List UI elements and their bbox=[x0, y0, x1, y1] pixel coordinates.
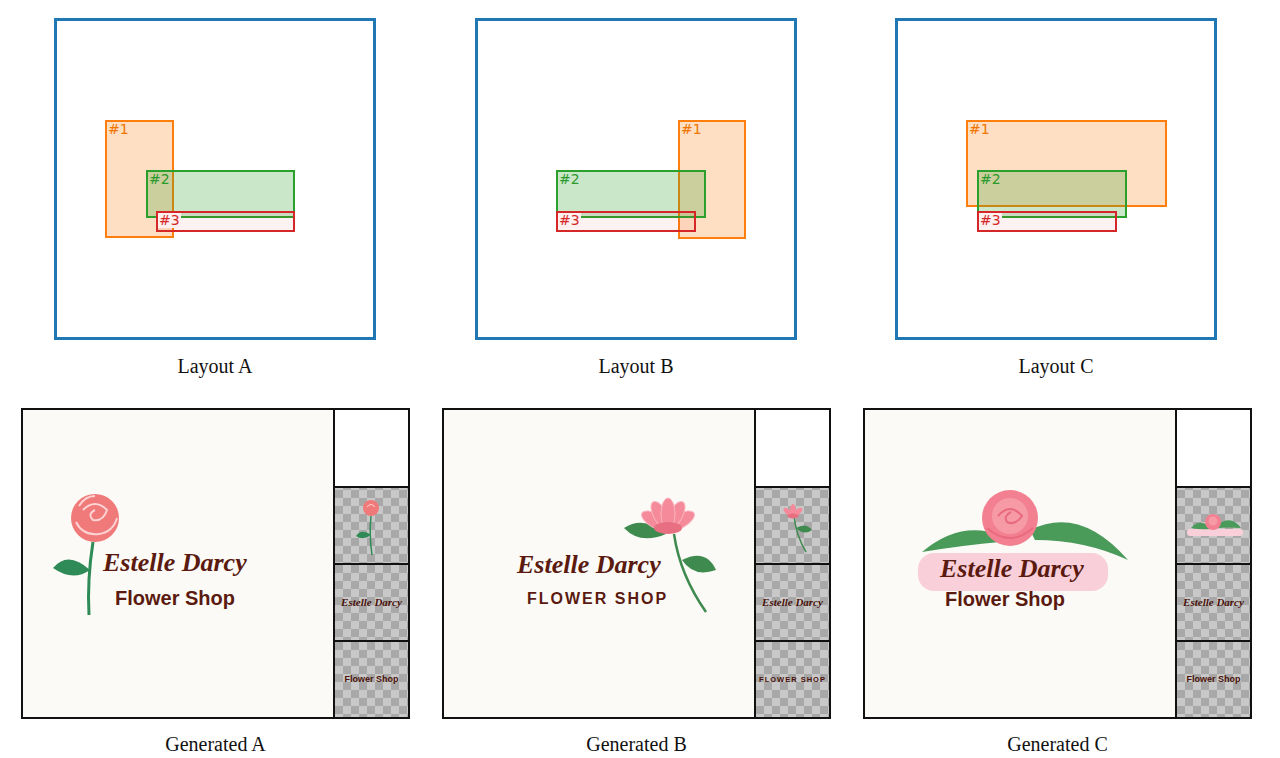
rose-petal bbox=[79, 496, 95, 506]
flower-leaf bbox=[796, 525, 812, 532]
rose-bloom bbox=[982, 490, 1038, 546]
brush-stroke bbox=[918, 553, 1108, 591]
box-number: #3 bbox=[979, 213, 1002, 228]
logo-subtitle: Flower Shop bbox=[945, 587, 1065, 611]
image-ground bbox=[23, 410, 333, 717]
rose-leaf bbox=[53, 559, 90, 575]
rose-petal bbox=[83, 504, 107, 520]
box-number: #2 bbox=[558, 172, 581, 187]
rose-petal bbox=[367, 505, 375, 508]
image-ground bbox=[444, 410, 754, 717]
box-number: #2 bbox=[148, 172, 171, 187]
layout-caption: Layout C bbox=[898, 354, 1214, 378]
generated-artwork bbox=[444, 410, 829, 717]
layout-box: #3 bbox=[977, 211, 1117, 232]
generated-image: Estelle DarcyFLOWER SHOP bbox=[444, 410, 754, 717]
generated-image: Estelle DarcyFlower Shop bbox=[865, 410, 1175, 717]
thumbnail-text: Flower Shop bbox=[1187, 674, 1241, 685]
layer-thumbnail: Flower Shop bbox=[1177, 642, 1250, 717]
box-number: #3 bbox=[558, 213, 581, 228]
box-number: #1 bbox=[680, 122, 703, 137]
generated-image: Estelle DarcyFlower Shop bbox=[23, 410, 333, 717]
rose-petal bbox=[76, 518, 117, 534]
rose-leaf bbox=[356, 532, 371, 539]
logo-title: Estelle Darcy bbox=[103, 548, 247, 578]
flower-bloom bbox=[782, 504, 804, 519]
brush-stroke bbox=[1187, 529, 1243, 536]
logo-title: Estelle Darcy bbox=[517, 550, 661, 580]
transparent-layer bbox=[1177, 488, 1250, 563]
layout-box: #3 bbox=[556, 211, 696, 232]
box-number: #1 bbox=[968, 122, 991, 137]
rose-petal bbox=[1209, 517, 1218, 526]
layout-caption: Layout A bbox=[57, 354, 373, 378]
panel-divider bbox=[1177, 486, 1250, 488]
logo-subtitle: FLOWER SHOP bbox=[527, 589, 668, 609]
thumbnail-text: Estelle Darcy bbox=[1183, 596, 1244, 609]
rose-bloom bbox=[1205, 514, 1221, 530]
layer-thumbnail: Flower Shop bbox=[335, 642, 408, 717]
panel-caption: Generated A bbox=[23, 732, 408, 756]
generated-panel: Generated CEstelle DarcyFlower ShopEstel… bbox=[863, 408, 1252, 719]
flower-bloom bbox=[639, 498, 698, 535]
empty-layer bbox=[1177, 410, 1250, 486]
layout-canvas: Layout B#1#2#3 bbox=[475, 18, 797, 340]
thumbnail-text: Flower Shop bbox=[345, 674, 399, 685]
rose-petal bbox=[998, 509, 1022, 523]
flower-leaf bbox=[682, 556, 716, 573]
transparent-layer bbox=[335, 488, 408, 563]
generated-panel: Generated AEstelle DarcyFlower ShopEstel… bbox=[21, 408, 410, 719]
generated-artwork bbox=[865, 410, 1250, 717]
rose-bloom bbox=[363, 500, 379, 516]
box-number: #1 bbox=[107, 122, 130, 137]
rose-stem bbox=[89, 542, 94, 615]
flower-stem bbox=[794, 516, 806, 552]
thumbnail-text: Estelle Darcy bbox=[341, 596, 402, 609]
empty-layer bbox=[335, 410, 408, 486]
layout-canvas: Layout C#1#2#3 bbox=[895, 18, 1217, 340]
flower-stem bbox=[674, 534, 706, 612]
flower-bloom bbox=[787, 514, 798, 519]
logo-subtitle: Flower Shop bbox=[115, 586, 235, 610]
thumbnail-text: FLOWER SHOP bbox=[759, 675, 826, 685]
box-number: #2 bbox=[979, 172, 1002, 187]
layout-canvas: Layout A#1#2#3 bbox=[54, 18, 376, 340]
box-number: #3 bbox=[158, 213, 181, 228]
flower-bloom bbox=[654, 522, 682, 534]
transparent-layer bbox=[756, 488, 829, 563]
empty-layer bbox=[756, 410, 829, 486]
rose-stem bbox=[370, 516, 372, 555]
rose-petal bbox=[992, 498, 1028, 534]
thumbnail-text: Estelle Darcy bbox=[762, 596, 823, 609]
rose-petal bbox=[987, 528, 1033, 538]
logo-title: Estelle Darcy bbox=[940, 554, 1084, 584]
generated-artwork bbox=[23, 410, 408, 717]
rose-bloom bbox=[71, 494, 119, 542]
layout-box: #3 bbox=[156, 211, 295, 232]
image-ground bbox=[865, 410, 1175, 717]
generated-panel: Generated BEstelle DarcyFLOWER SHOPEstel… bbox=[442, 408, 831, 719]
layout-caption: Layout B bbox=[478, 354, 794, 378]
panel-divider bbox=[335, 486, 408, 488]
layer-thumbnail: FLOWER SHOP bbox=[756, 642, 829, 717]
layer-thumbnail: Estelle Darcy bbox=[335, 565, 408, 640]
panel-divider bbox=[756, 486, 829, 488]
layer-thumbnail: Estelle Darcy bbox=[756, 565, 829, 640]
panel-caption: Generated C bbox=[865, 732, 1250, 756]
panel-caption: Generated B bbox=[444, 732, 829, 756]
layer-thumbnail: Estelle Darcy bbox=[1177, 565, 1250, 640]
